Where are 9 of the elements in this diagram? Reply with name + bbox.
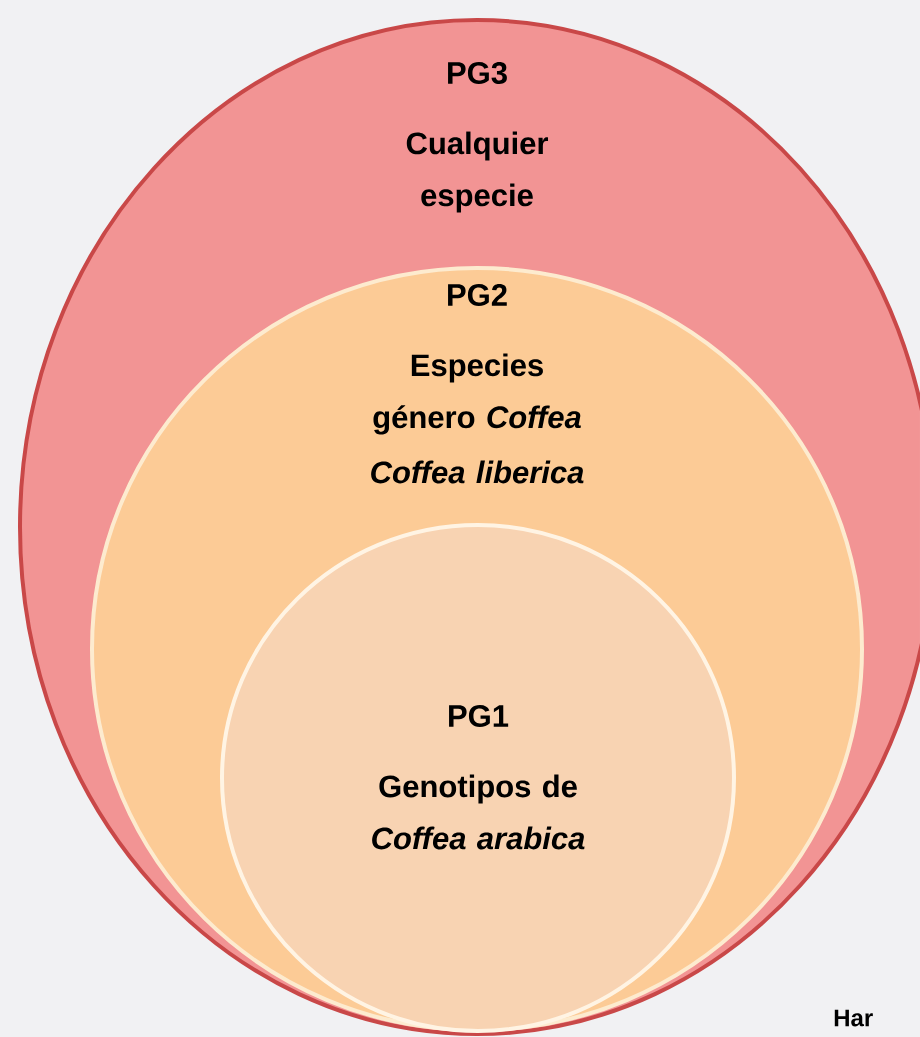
citation-text: Har bbox=[834, 1009, 873, 1027]
inner-circle bbox=[220, 523, 736, 1033]
description-text: Coffea liberica bbox=[371, 460, 584, 484]
description-text: Genotipos de Coffea arabica bbox=[372, 774, 585, 850]
heading: PG2 bbox=[448, 284, 507, 306]
description-text: Especies género Coffea bbox=[373, 353, 581, 435]
description-text: Cualquier especie bbox=[406, 131, 548, 213]
heading: PG1 bbox=[449, 705, 509, 727]
heading: PG3 bbox=[448, 62, 507, 84]
